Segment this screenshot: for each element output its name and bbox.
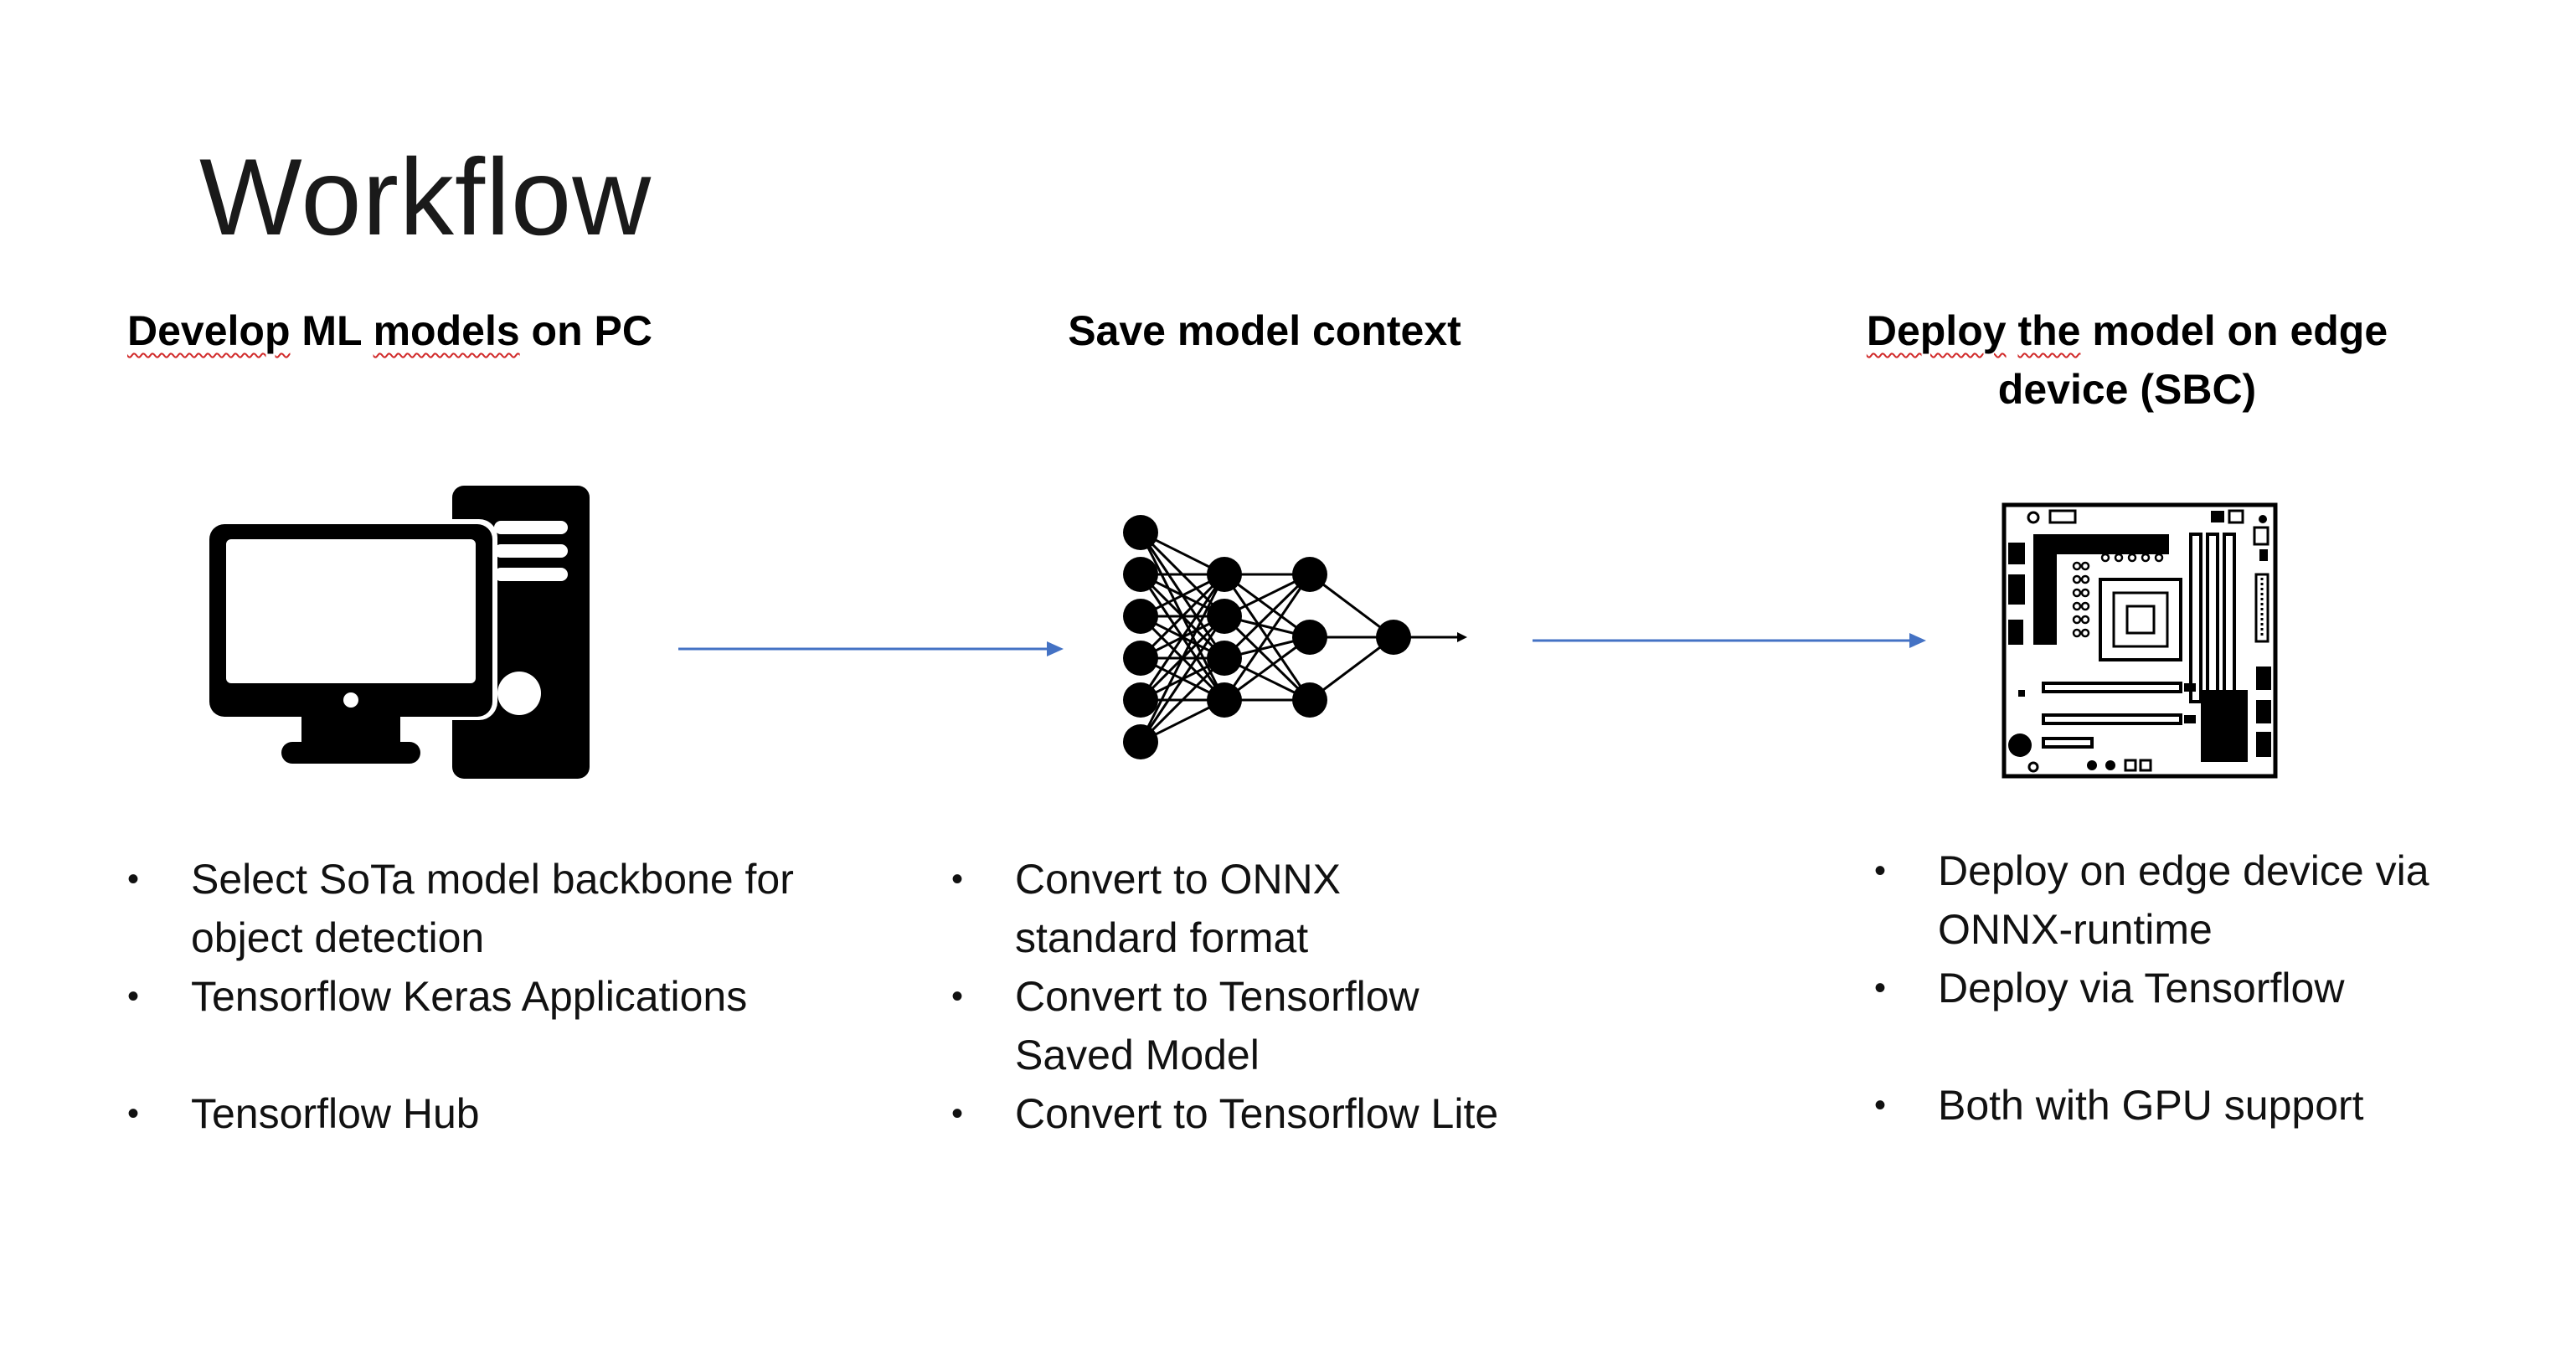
nn-node xyxy=(1292,620,1327,655)
nn-node xyxy=(1207,641,1242,676)
heading-word-model-on-edge: model on edge xyxy=(2080,307,2388,354)
bullet-list-deploy: Deploy on edge device via ONNX-runtime D… xyxy=(1874,842,2511,1135)
list-item: Convert to ONNX standard format xyxy=(951,850,1588,967)
heading-space xyxy=(2007,307,2018,354)
nn-node xyxy=(1123,724,1158,759)
list-item: Both with GPU support xyxy=(1874,1076,2511,1135)
nn-node xyxy=(1123,682,1158,718)
nn-node xyxy=(1123,599,1158,634)
nn-node xyxy=(1292,557,1327,592)
heading-deploy: Deploy the model on edge device (SBC) xyxy=(1851,301,2403,419)
list-item: Select SoTa model backbone for object de… xyxy=(127,850,881,967)
heading-word-deploy: Deploy xyxy=(1866,307,2007,354)
bullet-list-develop: Select SoTa model backbone for object de… xyxy=(127,850,881,1143)
motherboard-icon xyxy=(2002,502,2278,779)
flow-arrow-2 xyxy=(1533,628,1926,653)
nn-node xyxy=(1123,641,1158,676)
heading-word-models: models xyxy=(373,307,520,354)
neural-network-icon xyxy=(1105,509,1474,769)
nn-node xyxy=(1123,557,1158,592)
heading-word-on-pc: on PC xyxy=(519,307,652,354)
nn-output-arrowhead xyxy=(1457,632,1467,642)
nn-node xyxy=(1207,682,1242,718)
nn-node xyxy=(1376,620,1411,655)
list-item: Deploy via Tensorflow xyxy=(1874,959,2511,1017)
nn-connections xyxy=(1139,531,1394,744)
list-item-text: Convert to Tensorflow Saved Model xyxy=(1015,973,1419,1078)
list-item: Deploy on edge device via ONNX-runtime xyxy=(1874,842,2511,959)
slide-title: Workflow xyxy=(199,136,652,258)
nn-node xyxy=(1123,515,1158,550)
heading-word-ml: ML xyxy=(290,307,374,354)
bullet-list-save: Convert to ONNX standard format Convert … xyxy=(951,850,1588,1143)
nn-node xyxy=(1207,557,1242,592)
list-item: Convert to Tensorflow Saved Model xyxy=(951,967,1588,1084)
heading-word-develop: Develop xyxy=(127,307,291,354)
heading-deploy-line1: Deploy the model on edge xyxy=(1851,301,2403,360)
list-item: Convert to Tensorflow Lite xyxy=(951,1084,1588,1143)
list-item: Tensorflow Keras Applications xyxy=(127,967,881,1026)
list-item: Tensorflow Hub xyxy=(127,1084,881,1143)
flow-arrow-1 xyxy=(678,636,1064,661)
heading-save-model: Save model context xyxy=(1068,307,1461,354)
heading-word-the: the xyxy=(2017,307,2081,354)
nn-node xyxy=(1292,682,1327,718)
nn-node xyxy=(1207,599,1242,634)
desktop-computer-icon xyxy=(201,486,595,779)
list-item-text: Convert to ONNX standard format xyxy=(1015,856,1342,961)
heading-deploy-line2: device (SBC) xyxy=(1997,366,2257,413)
list-item-text: Deploy on edge device via ONNX-runtime xyxy=(1938,847,2429,953)
heading-develop: Develop ML models on PC xyxy=(127,301,652,360)
